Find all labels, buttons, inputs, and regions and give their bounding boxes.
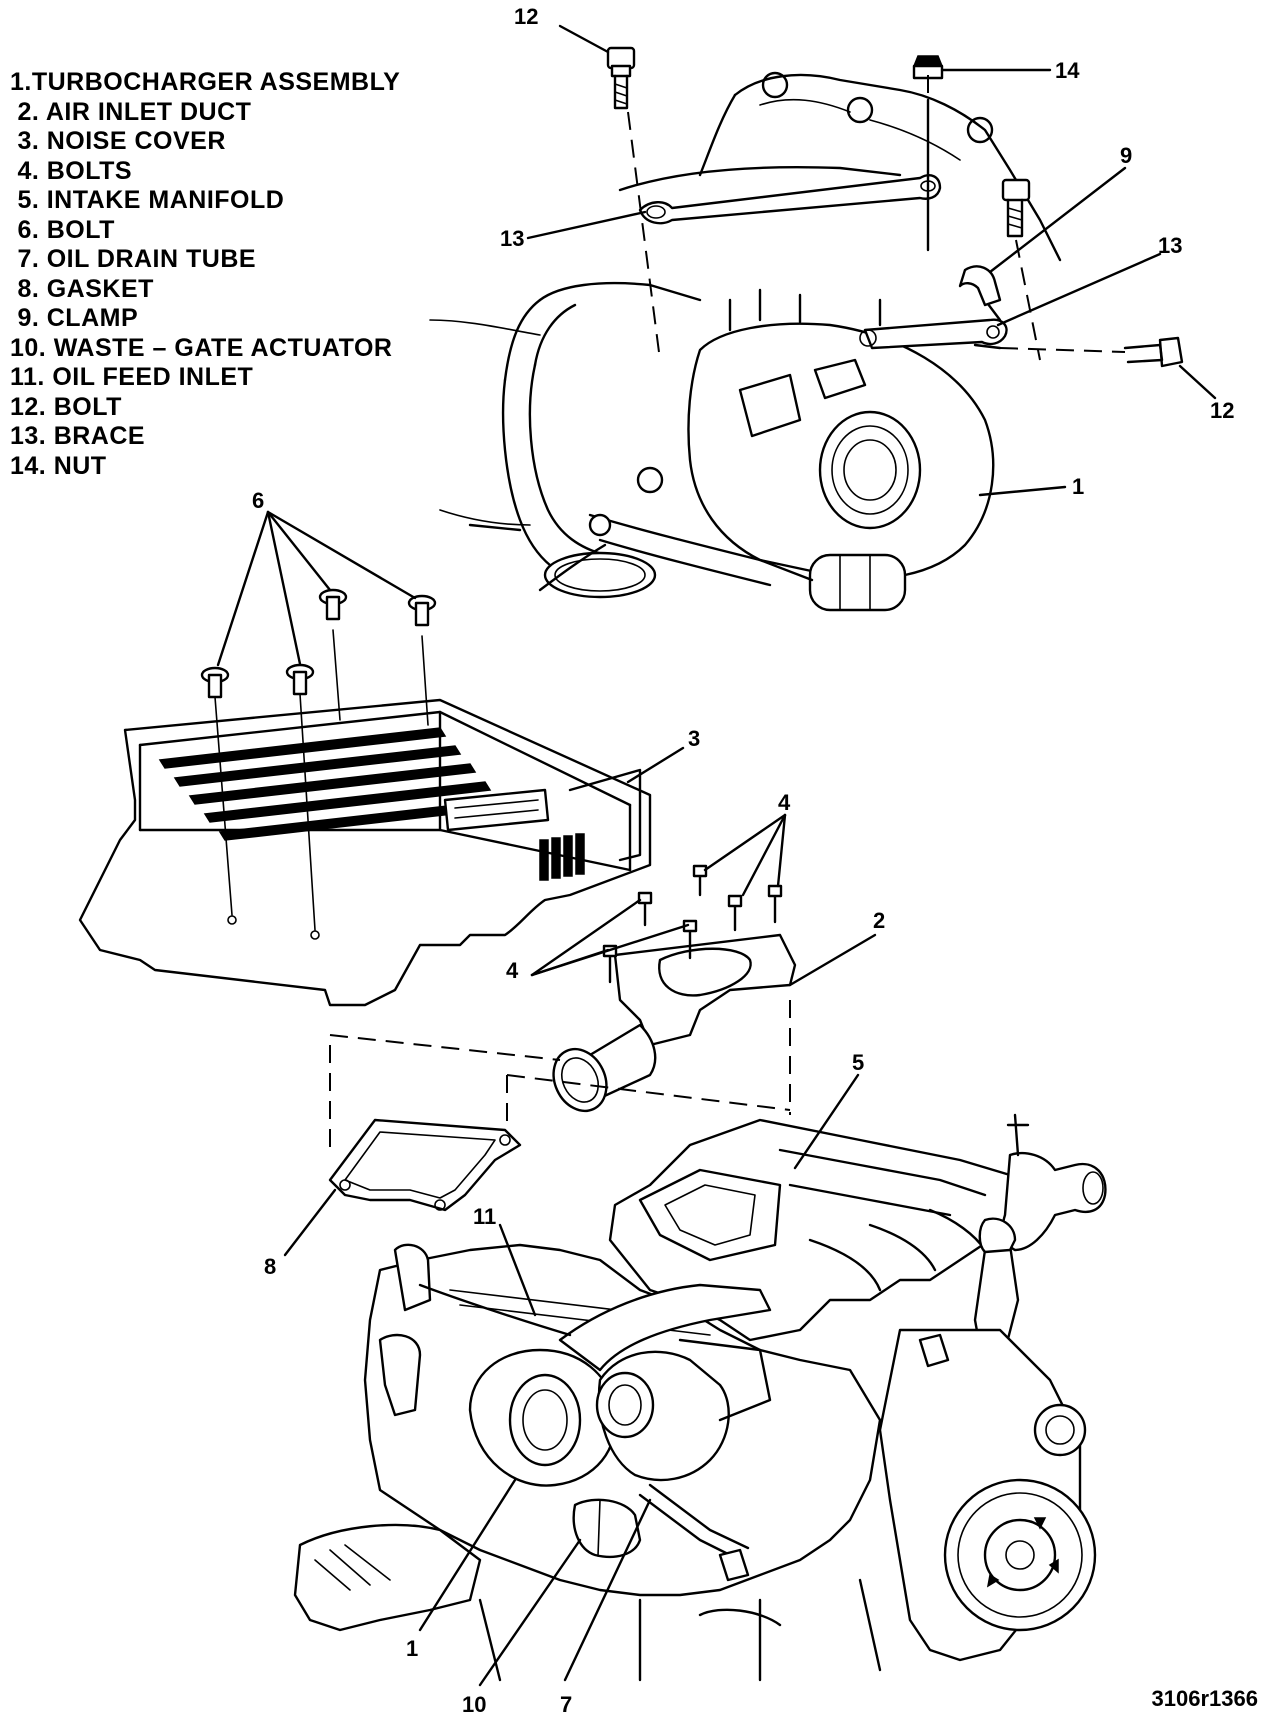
callout-1-top: 1: [1072, 474, 1085, 499]
legend-item-intake-manifold: 5. INTAKE MANIFOLD: [10, 186, 285, 214]
noise-cover: [78, 588, 652, 1007]
leader-lines: [216, 24, 1217, 1687]
legend-item-air-inlet-duct: 2. AIR INLET DUCT: [10, 97, 252, 126]
callout-1-bottom: 1: [406, 1636, 419, 1661]
legend-item-noise-cover: 3. NOISE COVER: [10, 127, 226, 155]
legend-item-oil-drain-tube: 7. OIL DRAIN TUBE: [10, 245, 257, 273]
legend-item-bolts: 4. BOLTS: [10, 156, 133, 185]
legend-item-brace: 13. BRACE: [10, 422, 146, 450]
cover-ribs: [158, 727, 507, 841]
callout-6: 6: [252, 488, 265, 513]
callout-12-right: 12: [1210, 398, 1235, 423]
callout-7: 7: [560, 1692, 573, 1717]
legend-item-clamp: 9. CLAMP: [10, 304, 139, 332]
callout-14: 14: [1055, 58, 1080, 83]
callout-8: 8: [264, 1254, 277, 1279]
legend-item-bolt: 6. BOLT: [10, 215, 115, 244]
legend-item-oil-feed-inlet: 11. OIL FEED INLET: [10, 363, 254, 391]
legend-item-turbocharger-assembly: 1.TURBOCHARGER ASSEMBLY: [10, 68, 401, 96]
callout-3: 3: [688, 726, 701, 751]
air-inlet-duct: [552, 864, 797, 1113]
legend-item-nut: 14. NUT: [10, 451, 107, 480]
callout-11: 11: [473, 1204, 497, 1229]
top-turbo-assembly: [429, 46, 1184, 612]
parts-legend: 1.TURBOCHARGER ASSEMBLY 2. AIR INLET DUC…: [10, 68, 400, 481]
callout-9: 9: [1120, 143, 1133, 168]
callout-4-top: 4: [778, 790, 791, 815]
figure-id: 3106r1366: [1151, 1686, 1258, 1711]
bottom-engine: [293, 1113, 1107, 1682]
legend-item-bolt-12: 12. BOLT: [10, 392, 122, 421]
duct-bolts: [602, 864, 783, 984]
callout-4-left: 4: [506, 958, 519, 983]
gasket: [328, 1118, 522, 1212]
legend-item-waste-gate-actuator: 10. WASTE – GATE ACTUATOR: [10, 333, 393, 362]
callout-12-top: 12: [514, 4, 539, 29]
callout-13-left: 13: [500, 226, 525, 251]
callout-2: 2: [873, 908, 886, 933]
legend-item-gasket: 8. GASKET: [10, 274, 154, 303]
callout-13-right: 13: [1158, 233, 1183, 258]
callout-10: 10: [462, 1692, 487, 1717]
callout-5: 5: [852, 1050, 865, 1075]
